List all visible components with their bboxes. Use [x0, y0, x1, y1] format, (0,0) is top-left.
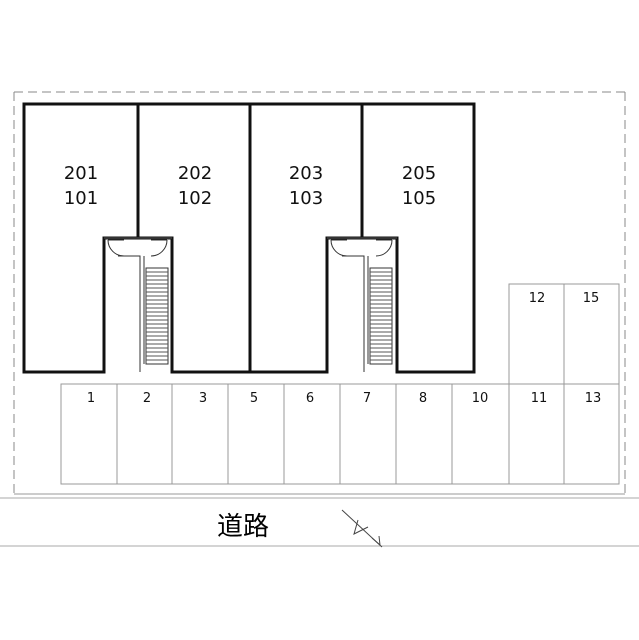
- building: [22, 102, 476, 374]
- stair-rail: [118, 255, 145, 372]
- parking-space-label: 12: [529, 291, 546, 306]
- parking-space-label: 1: [87, 391, 95, 406]
- parking-space-label: 15: [583, 291, 600, 306]
- parking-space: [563, 383, 620, 485]
- stairwell-right: [327, 237, 397, 372]
- parking-space-label: 6: [306, 391, 314, 406]
- parking-space-label: 11: [531, 391, 548, 406]
- road-break-icon: [341, 509, 383, 548]
- door-swing-icon: [330, 239, 348, 257]
- unit-4-upper-number: 205: [402, 163, 436, 184]
- unit-labels: 201 101 202 102 203 103 205 105: [64, 163, 436, 209]
- unit-1-lower-number: 101: [64, 188, 98, 209]
- parking-space-label: 3: [199, 391, 207, 406]
- stair-steps: [146, 271, 168, 361]
- parking-space-label: 2: [143, 391, 151, 406]
- parking-back-row: [508, 283, 620, 385]
- door-swing-icon: [107, 239, 125, 257]
- property-boundary: [13, 91, 626, 494]
- building-outline: [22, 102, 476, 374]
- stairwell-left: [104, 237, 172, 372]
- parking-space-label: 8: [419, 391, 427, 406]
- parking-space-label: 13: [585, 391, 602, 406]
- parking-front-labels: 1 2 3 5 6 7 8 10 11 13: [87, 391, 601, 406]
- stair-rail: [342, 255, 369, 372]
- door-swing-icon: [150, 239, 168, 257]
- road-label: 道路: [217, 512, 269, 542]
- unit-3-upper-number: 203: [289, 163, 323, 184]
- parking-space-label: 7: [363, 391, 371, 406]
- stair-steps: [370, 271, 392, 361]
- parking-space-label: 5: [250, 391, 258, 406]
- parking-space-label: 10: [472, 391, 489, 406]
- unit-2-lower-number: 102: [178, 188, 212, 209]
- unit-4-lower-number: 105: [402, 188, 436, 209]
- unit-1-upper-number: 201: [64, 163, 98, 184]
- parking-front-row: [60, 383, 620, 485]
- door-swing-icon: [375, 239, 393, 257]
- unit-2-upper-number: 202: [178, 163, 212, 184]
- unit-3-lower-number: 103: [289, 188, 323, 209]
